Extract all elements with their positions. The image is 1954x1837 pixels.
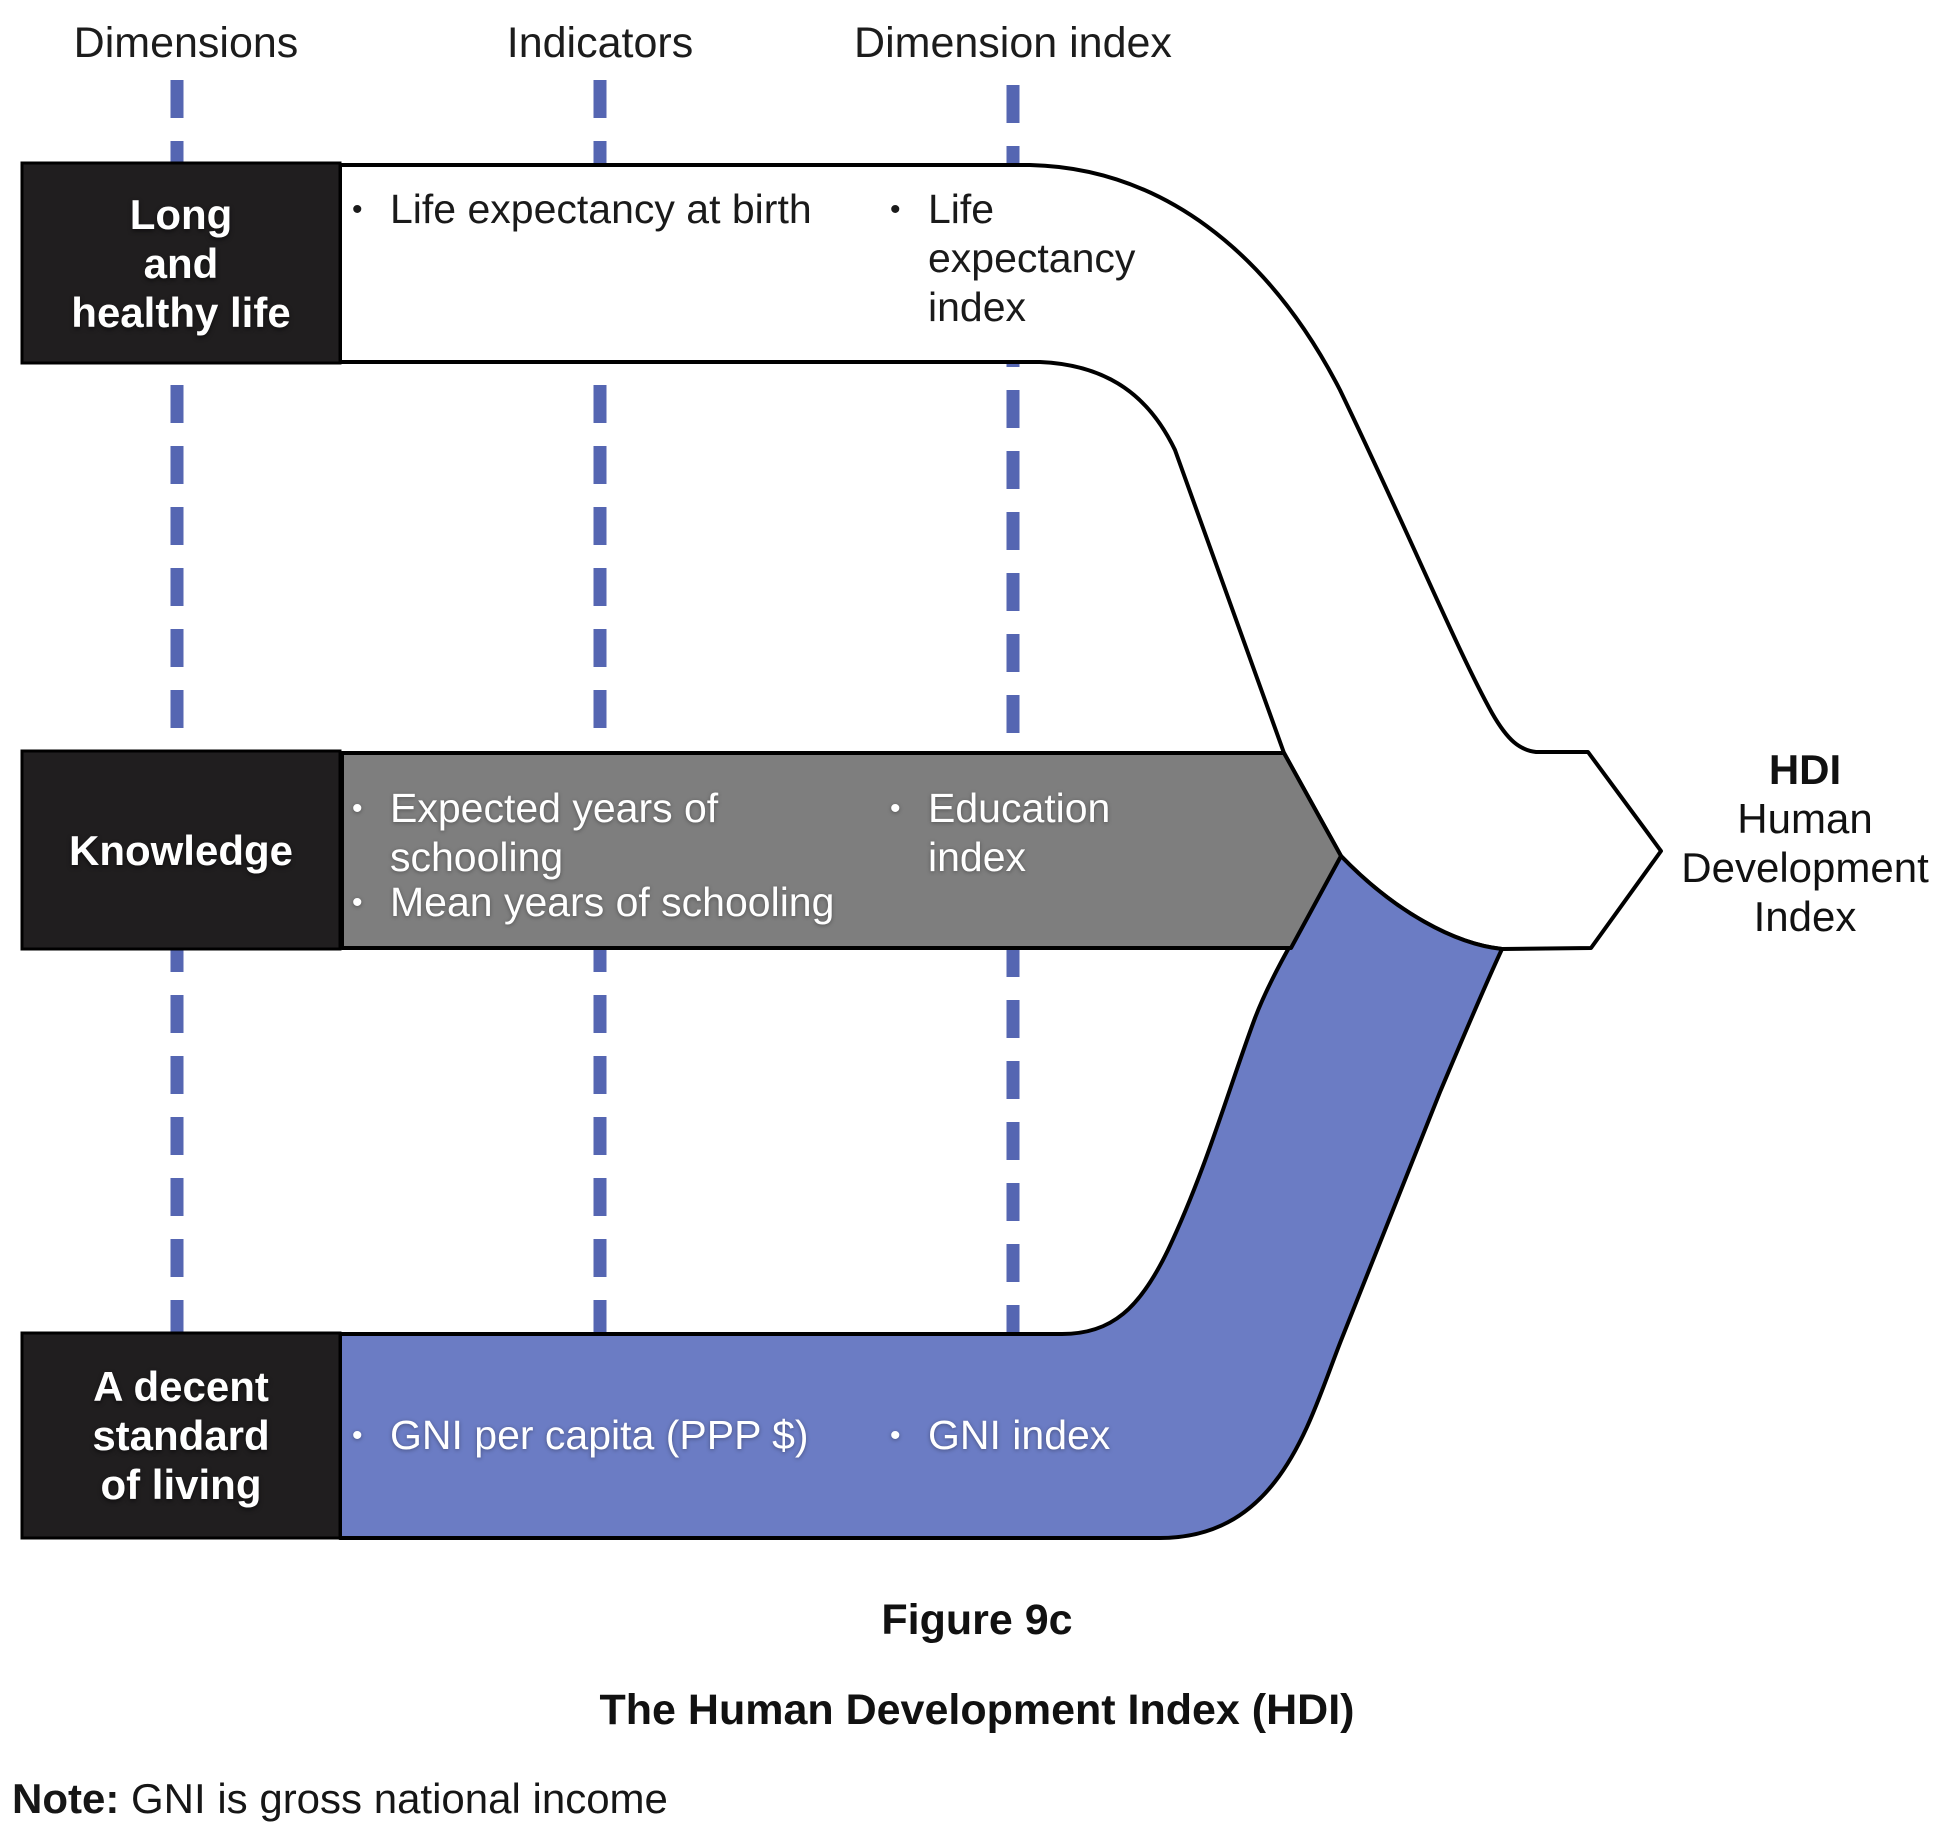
dimension-box-long-healthy-life [20,161,342,365]
index-text-line: expectancy [928,235,1136,281]
column-header-dimensions: Dimensions [73,19,299,67]
indicator-gni-per-capita: • GNI per capita (PPP $) [352,1411,912,1460]
band-education [340,751,1343,950]
index-education: • Education index [890,784,1190,882]
hdi-full-line: Development [1681,844,1929,891]
bullet-icon: • [890,792,901,825]
bullet-icon: • [352,886,363,919]
dimension-label-long-healthy-life: Long and healthy life [22,163,340,363]
bullet-icon: • [890,193,901,226]
indicator-text: Mean years of schooling [390,879,835,925]
index-text-line: Education [928,785,1111,831]
indicator-text-line: schooling [390,834,564,880]
indicator-life-expectancy-at-birth: • Life expectancy at birth [352,185,912,234]
index-life-expectancy: • Life expectancy index [890,185,1190,332]
dimension-label-line: A decent [93,1363,269,1410]
hdi-full-line: Index [1753,893,1857,940]
dimension-label-line: and [143,239,219,287]
dimension-label-standard-of-living: A decent standard of living [22,1333,340,1538]
band-life-expectancy [338,163,1663,951]
figure-number-caption: Figure 9c [881,1596,1073,1644]
bullet-icon: • [890,1419,901,1452]
dimension-label-line: Knowledge [68,826,293,874]
indicator-text: Life expectancy at birth [390,186,812,232]
column-header-indicators: Indicators [506,19,694,67]
index-text-line: Life [928,186,995,232]
bullet-icon: • [352,193,363,226]
dimension-label-knowledge: Knowledge [22,751,340,949]
dimension-label-line: healthy life [71,288,291,336]
index-gni: • GNI index [890,1411,1190,1460]
dimension-box-knowledge [20,749,342,951]
indicator-text-line: Expected years of [390,785,719,831]
dimension-label-line: of living [100,1461,262,1508]
column-header-dimension-index: Dimension index [854,19,1172,67]
bullet-icon: • [352,792,363,825]
hdi-full-line: Human [1737,795,1873,842]
indicator-expected-years-schooling: • Expected years of schooling [352,784,832,882]
note-label: Note: [12,1775,120,1822]
band-gni [338,854,1504,1540]
index-text-line: index [928,284,1027,330]
note-text: GNI is gross national income [119,1775,668,1822]
dimension-label-line: Long [129,190,233,238]
index-text-line: GNI index [928,1412,1111,1458]
bullet-icon: • [352,1419,363,1452]
figure-title-caption: The Human Development Index (HDI) [599,1686,1355,1734]
hdi-result-label: HDI Human Development Index [1640,745,1954,941]
hdi-abbreviation: HDI [1768,746,1842,793]
index-text-line: index [928,834,1027,880]
figure-note: Note: GNI is gross national income [12,1776,912,1822]
dimension-label-line: standard [92,1412,270,1459]
dimension-box-standard-of-living [20,1331,342,1540]
indicator-text: GNI per capita (PPP $) [390,1412,809,1458]
indicator-mean-years-schooling: • Mean years of schooling [352,878,912,927]
